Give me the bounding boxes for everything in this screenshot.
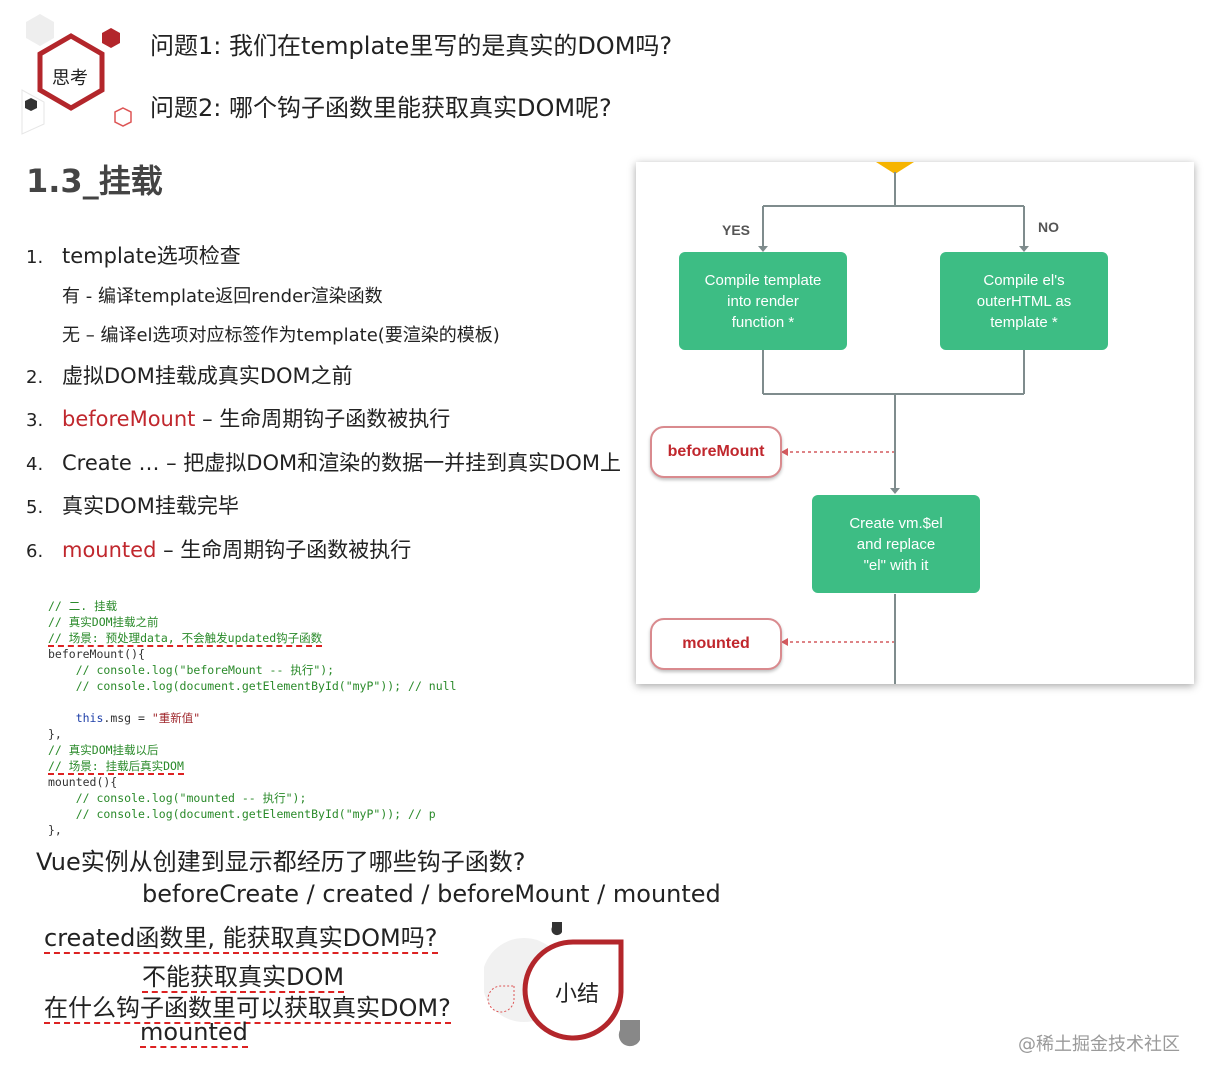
list-text: Create … – 把虚拟DOM和渲染的数据一并挂到真实DOM上: [62, 451, 621, 475]
mounted-node: mounted: [650, 618, 782, 670]
list-number: 4.: [26, 454, 44, 475]
no-label: NO: [1038, 219, 1059, 235]
list-item-6: 6. mounted – 生命周期钩子函数被执行: [26, 534, 411, 564]
list-text: – 生命周期钩子函数被执行: [195, 407, 451, 431]
question-1: 问题1: 我们在template里写的是真实的DOM吗?: [150, 32, 673, 60]
list-text: – 生命周期钩子函数被执行: [156, 538, 412, 562]
list-item-3: 3. beforeMount – 生命周期钩子函数被执行: [26, 403, 450, 433]
code-line: // 场景: 挂载后真实DOM: [48, 758, 608, 775]
list-item-1: 1. template选项检查: [26, 240, 241, 270]
gray-drop-icon: [618, 1020, 640, 1047]
summary-text: 在什么钩子函数里可以获取真实DOM?: [44, 994, 451, 1024]
section-title: 1.3_挂载: [26, 162, 163, 200]
outline-hex-icon: [114, 107, 132, 127]
summary-question-3: 在什么钩子函数里可以获取真实DOM?: [44, 988, 451, 1024]
list-number: 6.: [26, 541, 44, 562]
dark-hex-icon: [25, 98, 37, 111]
code-line: // 真实DOM挂载以后: [48, 743, 159, 757]
list-item-2: 2. 虚拟DOM挂载成真实DOM之前: [26, 360, 353, 390]
summary-text: 不能获取真实DOM: [142, 963, 345, 993]
summary-answer-1: beforeCreate / created / beforeMount / m…: [142, 880, 721, 908]
question-2: 问题2: 哪个钩子函数里能获取真实DOM呢?: [150, 94, 612, 122]
summary-text: created函数里, 能获取真实DOM吗?: [44, 924, 438, 954]
code-line: // console.log(document.getElementById("…: [48, 679, 457, 693]
summary-question-1: Vue实例从创建到显示都经历了哪些钩子函数?: [36, 848, 526, 876]
code-line: // 二. 挂载: [48, 599, 118, 613]
lifecycle-flow-diagram: YES NO Compile template into render func…: [636, 162, 1194, 684]
dark-drop-icon: [551, 922, 562, 936]
create-el-box: Create vm.$el and replace "el" with it: [812, 495, 980, 593]
summary-badge-label: 小结: [555, 982, 600, 1007]
summary-badge-graphic: [484, 922, 640, 1047]
sub-item-2: 无 – 编译el选项对应标签作为template(要渲染的模板): [62, 325, 500, 346]
compile-outerhtml-box: Compile el's outerHTML as template *: [940, 252, 1108, 350]
think-badge-graphic: [21, 14, 132, 135]
code-text: .msg =: [103, 711, 152, 725]
code-line: beforeMount(){: [48, 647, 145, 661]
list-number: 5.: [26, 497, 44, 518]
code-line: // 真实DOM挂载之前: [48, 615, 159, 629]
list-number: 2.: [26, 367, 44, 388]
list-text: 真实DOM挂载完毕: [62, 494, 239, 518]
code-text: // 场景: 挂载后真实DOM: [48, 759, 184, 775]
code-snippet: // 二. 挂载 // 真实DOM挂载之前 // 场景: 预处理data, 不会触发…: [48, 582, 608, 854]
code-line: mounted(){: [48, 775, 118, 789]
code-line: },: [48, 727, 62, 741]
red-hex-icon: [102, 28, 120, 48]
list-text: 虚拟DOM挂载成真实DOM之前: [62, 364, 353, 388]
hook-name: beforeMount: [62, 407, 196, 431]
gray-hex-icon: [26, 14, 54, 46]
drop-shape-icon: [522, 939, 624, 1041]
code-line: // 场景: 预处理data, 不会触发updated钩子函数: [48, 630, 608, 647]
code-line: // console.log(document.getElementById("…: [48, 807, 436, 821]
list-text: template选项检查: [62, 244, 241, 268]
outline-drop-icon: [487, 985, 515, 1013]
compile-template-box: Compile template into render function *: [679, 252, 847, 350]
code-line: },: [48, 823, 62, 837]
code-line-blank: [48, 694, 608, 710]
list-item-4: 4. Create … – 把虚拟DOM和渲染的数据一并挂到真实DOM上: [26, 447, 621, 477]
summary-answer-3: mounted: [140, 1018, 248, 1048]
list-number: 1.: [26, 247, 44, 268]
summary-answer-2: 不能获取真实DOM: [142, 957, 345, 993]
code-string: "重新值": [151, 711, 201, 725]
hexagon-icon: [37, 33, 105, 111]
code-line: // console.log("mounted -- 执行");: [48, 791, 307, 805]
think-badge-label: 思考: [52, 68, 88, 89]
flow-connectors: [758, 162, 1029, 684]
watermark: @稀土掘金技术社区: [1018, 1034, 1180, 1055]
code-line: // console.log("beforeMount -- 执行");: [48, 663, 335, 677]
list-number: 3.: [26, 410, 44, 431]
code-text: // 场景: 预处理data, 不会触发updated钩子函数: [48, 631, 323, 647]
list-item-5: 5. 真实DOM挂载完毕: [26, 490, 239, 520]
hook-name: mounted: [62, 538, 157, 562]
yes-label: YES: [722, 222, 751, 238]
before-mount-node: beforeMount: [650, 426, 782, 478]
code-keyword: this: [75, 711, 104, 725]
sub-item-1: 有 - 编译template返回render渲染函数: [62, 286, 383, 307]
diamond-icon: [876, 162, 914, 174]
code-line: this.msg = "重新值": [48, 710, 608, 726]
summary-question-2: created函数里, 能获取真实DOM吗?: [44, 918, 438, 954]
summary-text: mounted: [140, 1018, 248, 1048]
